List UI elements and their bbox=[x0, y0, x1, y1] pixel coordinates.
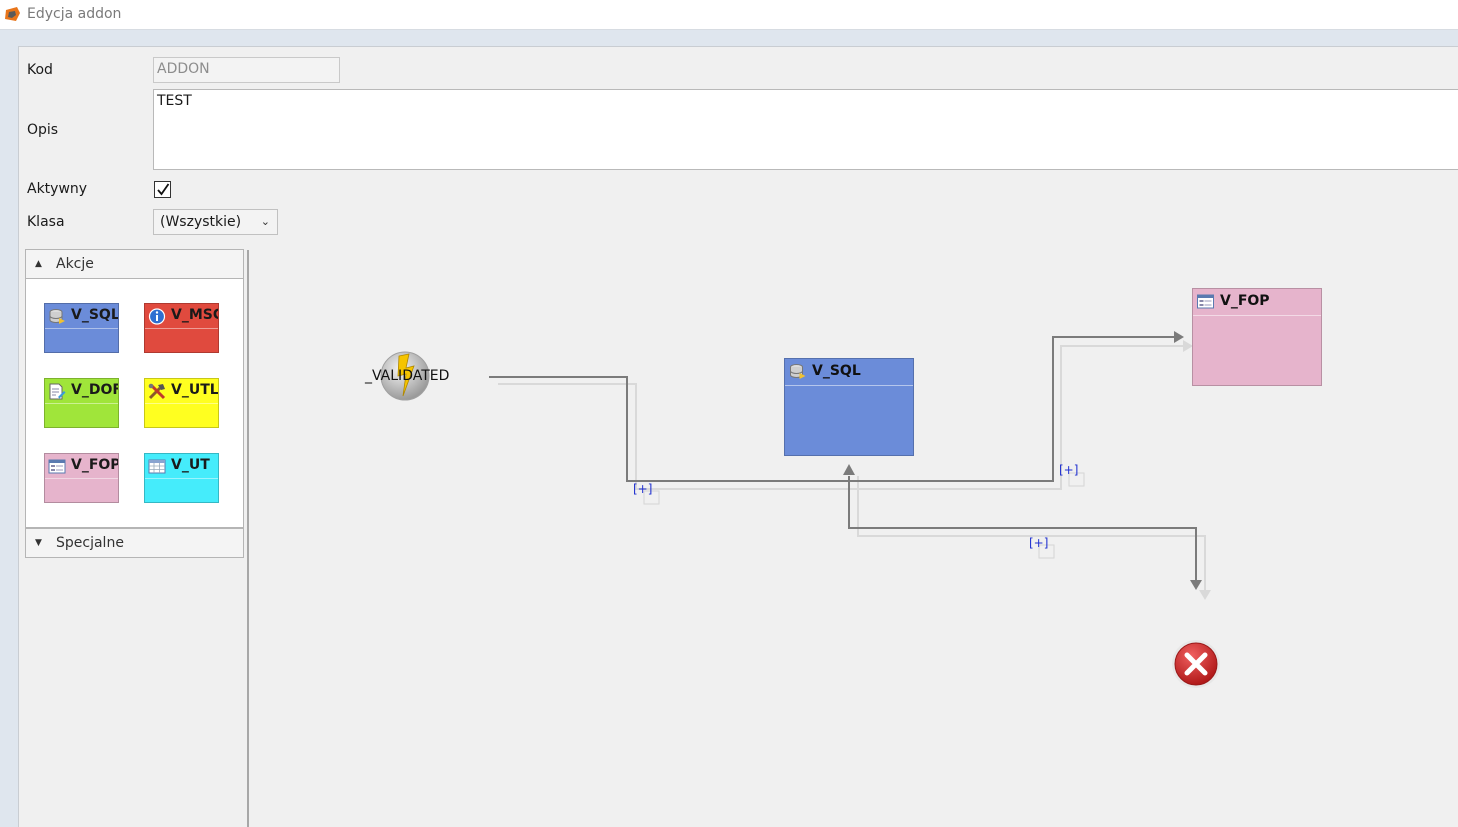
info-icon bbox=[148, 308, 166, 325]
arrowhead-sql bbox=[843, 464, 855, 475]
checkmark-icon bbox=[157, 183, 170, 196]
akcje-section-header[interactable]: ▲ Akcje bbox=[25, 249, 244, 279]
collapse-arrow-icon: ▲ bbox=[35, 259, 42, 269]
expand-connector-button[interactable]: [+] bbox=[1059, 463, 1079, 477]
aktywny-checkbox[interactable] bbox=[154, 181, 171, 198]
expand-connector-button[interactable]: [+] bbox=[1029, 536, 1049, 550]
kod-label: Kod bbox=[27, 62, 53, 78]
node-v-sql[interactable]: V_SQL bbox=[784, 358, 914, 456]
klasa-selected-value: (Wszystkie) bbox=[160, 214, 242, 230]
tool-v-utl[interactable]: V_UTL bbox=[144, 378, 219, 428]
opis-field[interactable]: TEST bbox=[153, 89, 1458, 170]
specjalne-section-header[interactable]: ▼ Specjalne bbox=[25, 528, 244, 558]
connector-validated-to-fop bbox=[489, 336, 1175, 482]
document-edit-icon bbox=[49, 383, 66, 400]
node-v-fop[interactable]: V_FOP bbox=[1192, 288, 1322, 386]
database-icon bbox=[790, 364, 806, 379]
table-icon bbox=[148, 459, 166, 474]
database-icon bbox=[49, 309, 65, 324]
title-bar: Edycja addon bbox=[0, 0, 1458, 30]
aktywny-label: Aktywny bbox=[27, 181, 88, 197]
event-lightning-icon[interactable] bbox=[379, 350, 431, 402]
klasa-dropdown[interactable]: (Wszystkie) ⌄ bbox=[153, 209, 278, 235]
tools-icon bbox=[148, 383, 166, 400]
chevron-down-icon: ⌄ bbox=[260, 215, 270, 228]
tool-v-ut[interactable]: V_UT bbox=[144, 453, 219, 503]
connector-sql-to-end bbox=[848, 476, 1197, 582]
kod-field[interactable]: ADDON bbox=[153, 57, 340, 83]
opis-label: Opis bbox=[27, 122, 59, 138]
window-title: Edycja addon bbox=[27, 6, 122, 22]
tool-v-sql[interactable]: V_SQL bbox=[44, 303, 119, 353]
event-label: _VALIDATED bbox=[365, 368, 450, 384]
panel-splitter[interactable] bbox=[247, 250, 249, 827]
arrowhead-end bbox=[1190, 580, 1202, 590]
connection-paths bbox=[489, 336, 1197, 582]
akcje-toolbox: V_SQL V_MSG V_DOF bbox=[25, 279, 244, 528]
expand-arrow-icon: ▼ bbox=[35, 538, 42, 548]
form-icon bbox=[1197, 294, 1214, 309]
arrowhead-fop bbox=[1174, 331, 1184, 343]
tool-v-dof[interactable]: V_DOF bbox=[44, 378, 119, 428]
expand-connector-button[interactable]: [+] bbox=[633, 482, 653, 496]
klasa-label: Klasa bbox=[27, 214, 65, 230]
tool-v-fop[interactable]: V_FOP bbox=[44, 453, 119, 503]
form-icon bbox=[48, 459, 66, 474]
tool-v-msg[interactable]: V_MSG bbox=[144, 303, 219, 353]
app-logo-icon bbox=[5, 7, 20, 21]
error-end-icon[interactable] bbox=[1170, 638, 1222, 690]
editor-panel bbox=[18, 46, 1458, 827]
